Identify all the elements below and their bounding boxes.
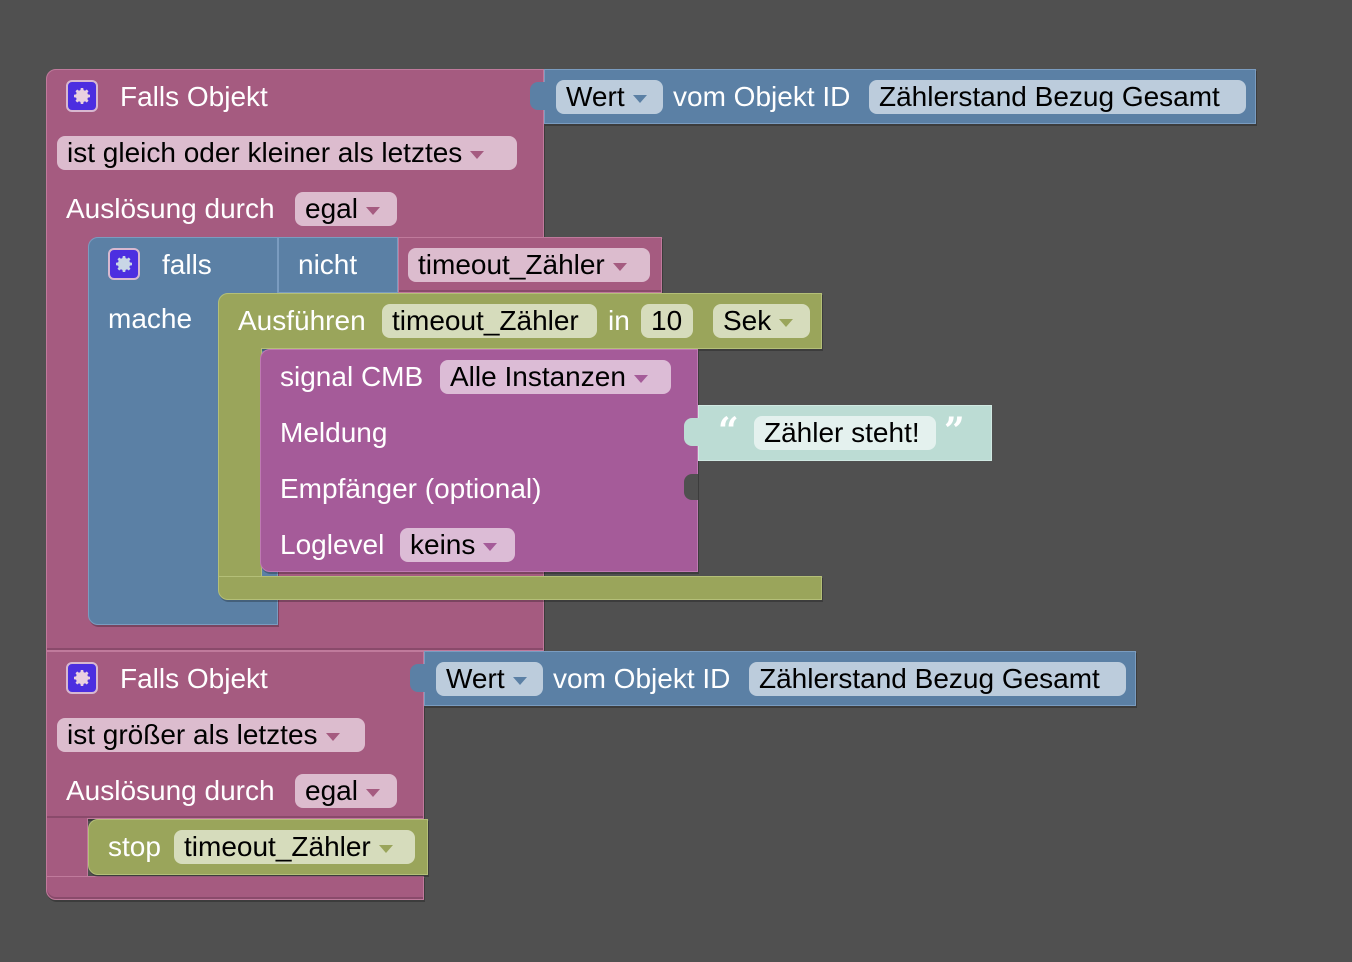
timeout-value-field[interactable]: 10 <box>641 304 693 338</box>
chevron-down-icon <box>365 788 380 797</box>
trigger-value: egal <box>305 775 358 806</box>
trigger-label: Auslösung durch <box>66 775 275 806</box>
if-label: falls <box>162 249 212 280</box>
object-id-label: vom Objekt ID <box>673 81 851 112</box>
unit-dropdown[interactable]: Sek <box>713 304 810 338</box>
trigger-dropdown[interactable]: egal <box>295 192 397 226</box>
timeout-name-field[interactable]: timeout_Zähler <box>382 304 597 338</box>
object-id-field[interactable]: Zählerstand Bezug Gesamt <box>749 662 1126 696</box>
trigger-dropdown[interactable]: egal <box>295 774 397 808</box>
timeout-block-body <box>218 348 262 578</box>
recipient-input-socket[interactable] <box>684 474 698 500</box>
chevron-down-icon <box>483 542 498 551</box>
not-block[interactable] <box>278 237 398 293</box>
close-quote-icon: ” <box>944 410 965 452</box>
loglevel-dropdown[interactable]: keins <box>400 528 515 562</box>
message-text-field[interactable]: Zähler steht! <box>754 416 936 450</box>
block-title: Falls Objekt <box>120 663 268 694</box>
condition-dropdown[interactable]: ist gleich oder kleiner als letztes <box>57 136 517 170</box>
chevron-down-icon <box>325 732 340 741</box>
chevron-down-icon <box>632 94 647 103</box>
value-mode: Wert <box>446 663 505 694</box>
stop-timeout-dropdown[interactable]: timeout_Zähler <box>174 830 415 864</box>
input-connector <box>530 82 546 110</box>
object-id-label: vom Objekt ID <box>553 663 731 694</box>
chevron-down-icon <box>470 150 485 159</box>
timeout-block-footer <box>218 576 822 600</box>
stop-timeout-value: timeout_Zähler <box>184 831 371 862</box>
variable-dropdown[interactable]: timeout_Zähler <box>408 248 650 282</box>
variable-value: timeout_Zähler <box>418 249 605 280</box>
gear-icon[interactable] <box>108 248 140 280</box>
object-id-field[interactable]: Zählerstand Bezug Gesamt <box>869 80 1246 114</box>
condition-value: ist gleich oder kleiner als letztes <box>67 137 463 168</box>
chevron-down-icon <box>612 262 627 271</box>
timeout-label: Ausführen <box>238 305 366 336</box>
chevron-down-icon <box>512 676 527 685</box>
instance-dropdown[interactable]: Alle Instanzen <box>440 360 671 394</box>
signal-label: signal CMB <box>280 361 424 392</box>
value-mode-dropdown[interactable]: Wert <box>556 80 663 114</box>
stop-label: stop <box>108 831 161 862</box>
do-label: mache <box>108 303 193 334</box>
trigger-block-2-footer <box>46 876 424 900</box>
unit-value: Sek <box>723 305 772 336</box>
input-connector <box>684 418 700 446</box>
open-quote-icon: “ <box>718 410 739 452</box>
value-mode-dropdown[interactable]: Wert <box>436 662 543 696</box>
recipient-label: Empfänger (optional) <box>280 473 542 504</box>
value-mode: Wert <box>566 81 625 112</box>
chevron-down-icon <box>779 318 794 327</box>
trigger-value: egal <box>305 193 358 224</box>
message-label: Meldung <box>280 417 388 448</box>
not-label: nicht <box>298 249 358 280</box>
chevron-down-icon <box>378 844 393 853</box>
loglevel-label: Loglevel <box>280 529 385 560</box>
gear-icon[interactable] <box>66 80 98 112</box>
condition-value: ist größer als letztes <box>67 719 318 750</box>
instance-value: Alle Instanzen <box>450 361 626 392</box>
trigger-label: Auslösung durch <box>66 193 275 224</box>
block-title: Falls Objekt <box>120 81 268 112</box>
chevron-down-icon <box>365 206 380 215</box>
text-block[interactable] <box>698 405 992 461</box>
trigger-block-2-body <box>46 818 88 878</box>
gear-icon[interactable] <box>66 662 98 694</box>
chevron-down-icon <box>633 374 648 383</box>
condition-dropdown[interactable]: ist größer als letztes <box>57 718 365 752</box>
input-connector <box>410 664 426 692</box>
in-label: in <box>608 305 630 336</box>
loglevel-value: keins <box>410 529 476 560</box>
